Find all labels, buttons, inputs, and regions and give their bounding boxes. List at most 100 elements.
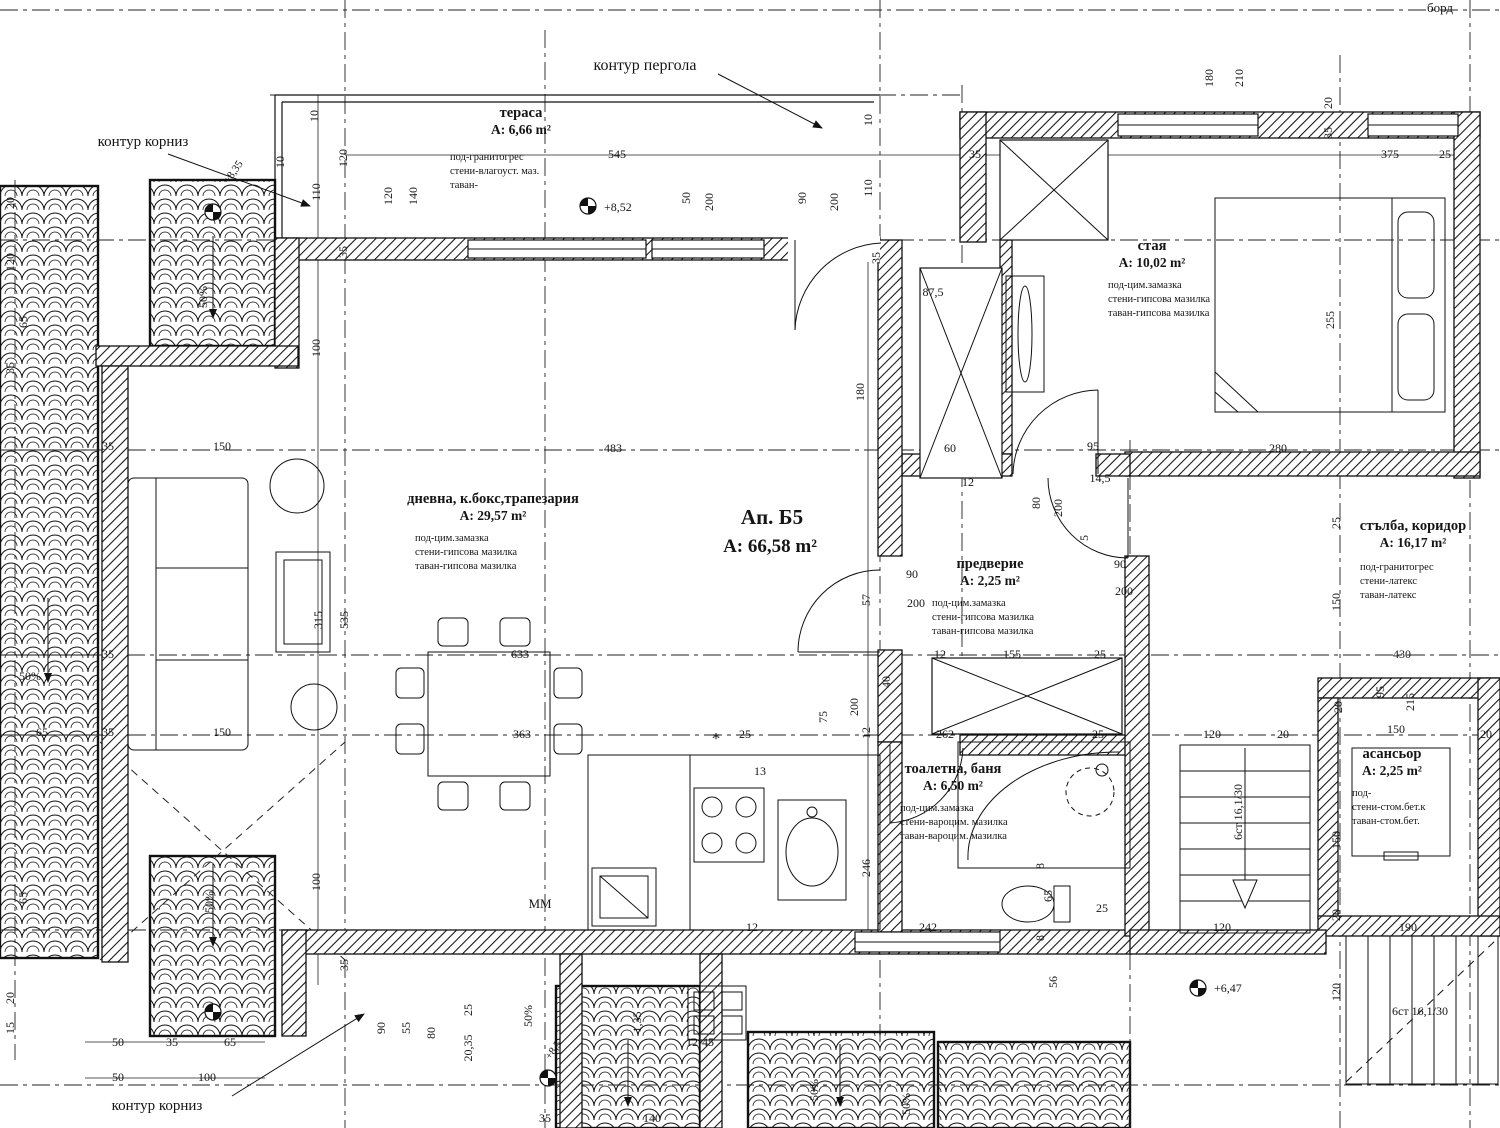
wall-elevator-top (1317, 677, 1500, 699)
wall-living-right (877, 239, 903, 557)
dimension-label: 200 (1115, 584, 1133, 598)
dimension-label: 155 (1003, 647, 1021, 661)
bathroom-fixtures (957, 741, 1131, 923)
dimension-label: 430 (1393, 647, 1411, 661)
room-finish: таван- (450, 180, 478, 191)
room-finish: стени-латекс (1360, 576, 1417, 587)
window-terrace-1 (467, 239, 647, 259)
chair (499, 781, 531, 811)
dimension-label: 25 (1439, 147, 1451, 161)
dimension-label: 65 (1041, 890, 1055, 902)
dimension-label: 110 (309, 183, 323, 201)
dimension-label: 375 (1381, 147, 1399, 161)
chair (499, 617, 531, 647)
sofa (127, 477, 249, 751)
level-marker (539, 1069, 557, 1087)
dimension-label: 20 (1329, 909, 1343, 921)
pillow (1397, 211, 1435, 299)
pergola-contour-label: контур пергола (593, 57, 696, 74)
dashed-projection-lines (99, 741, 346, 961)
dimension-label: 35 (1321, 127, 1335, 139)
dimension-label: 200 (702, 193, 716, 211)
dimension-label: 246 (859, 859, 873, 877)
room-finish: таван-гипсова мазилка (932, 626, 1034, 637)
dimension-label: 35 (869, 252, 883, 264)
level-mark-852: +8,52 (604, 200, 632, 214)
room-name: стая (1138, 238, 1167, 254)
dimension-label: 25 (1096, 901, 1108, 915)
dimension-label: 15 (3, 1022, 17, 1034)
arrows (44, 73, 844, 1107)
bed (1214, 197, 1446, 413)
dimension-label: 35 (102, 647, 114, 661)
window-terrace-2 (651, 239, 765, 259)
dimension-label: 90 (1114, 557, 1126, 571)
dimension-label: 20 (1277, 727, 1289, 741)
dimension-label: 150 (1329, 831, 1343, 849)
dimension-label: 65 (16, 892, 30, 904)
dimension-label: 35 (337, 959, 351, 971)
elevator-cab (1351, 747, 1451, 857)
dimension-label: 25 (1094, 647, 1106, 661)
dimension-label: 120 (3, 253, 17, 271)
room-finish: таван-гипсова мазилка (415, 561, 517, 572)
dimension-label: 80 (1029, 497, 1043, 509)
level-mark-647: +6,47 (1214, 981, 1242, 995)
chair (437, 617, 469, 647)
room-finish: стени-вароцим. мазилка (900, 817, 1008, 828)
dimension-label: 6ст 16,1/30 (1231, 784, 1245, 840)
windows (467, 113, 1459, 953)
dimension-label: 35 (336, 246, 350, 258)
apartment-area: А: 66,58 m² (723, 536, 817, 557)
dimension-label: 120 (1203, 727, 1221, 741)
room-finish: стени-гипсова мазилка (932, 612, 1034, 623)
dimension-label: 12 (934, 647, 946, 661)
room-area: А: 2,25 m² (960, 573, 1020, 588)
dimension-label: 25 (1329, 517, 1343, 529)
dimension-label: 633 (511, 647, 529, 661)
pergola-leader-arrow (717, 73, 823, 129)
dimension-label: 12 (746, 920, 758, 934)
bedroom-furniture (1005, 197, 1446, 413)
room-finish: таван-латекс (1360, 590, 1417, 601)
level-markers (204, 197, 1207, 1087)
dimension-label: 120 (1213, 920, 1231, 934)
cornice-leader-arrow-top (167, 153, 311, 207)
shafts (919, 139, 1123, 735)
wall-bedroom-bottom (1124, 451, 1481, 477)
cornice-contour-label-top: контур корниз (98, 134, 189, 150)
room-area: А: 6,66 m² (491, 122, 551, 137)
dimension-label: 12 (962, 475, 974, 489)
room-finish: таван-гипсова мазилка (1108, 308, 1210, 319)
dining-table (427, 651, 551, 777)
dimension-label: 215 (1403, 693, 1417, 711)
pillow (1397, 313, 1435, 401)
dimension-label: 262 (936, 727, 954, 741)
dimension-label: 1,35 (630, 1012, 644, 1033)
elevator (1351, 747, 1451, 861)
dimension-label: 200 (847, 698, 861, 716)
dimension-label: 80 (424, 1027, 438, 1039)
stairs-direction-arrow (1232, 879, 1258, 910)
dimension-label: 57 (859, 594, 873, 606)
dimension-label: 10 (273, 156, 287, 168)
room-area: А: 10,02 m² (1119, 255, 1186, 270)
dimension-label: 190 (1399, 920, 1417, 934)
room-name: тераса (500, 105, 543, 121)
chair (395, 723, 425, 755)
stairs-main (1179, 744, 1311, 934)
shaft-box-hall (931, 657, 1123, 735)
dimension-label: 363 (513, 727, 531, 741)
room-area: А: 2,25 m² (1362, 763, 1422, 778)
dimension-label: 140 (406, 187, 420, 205)
dimension-label: 180 (853, 383, 867, 401)
room-finish: таван-вароцим. мазилка (900, 831, 1007, 842)
dimension-label: 20 (3, 992, 17, 1004)
appliance (591, 867, 657, 927)
dimension-label: 25 (1092, 727, 1104, 741)
doors (794, 240, 1129, 824)
room-finish: под- (1352, 788, 1372, 799)
dimension-label: 200 (1051, 499, 1065, 517)
